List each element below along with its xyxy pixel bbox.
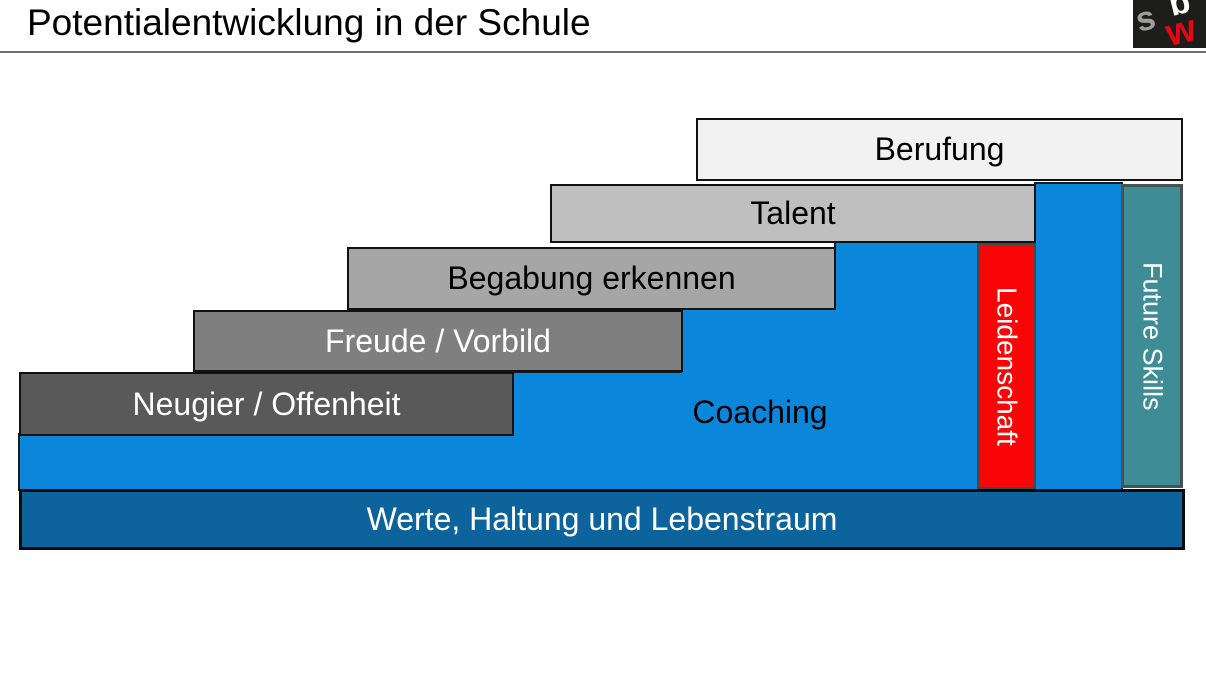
step-talent: Talent [550,184,1036,243]
base-bar-label: Werte, Haltung und Lebenstraum [366,501,838,537]
base-bar-werte: Werte, Haltung und Lebenstraum [19,489,1185,550]
step-freude-vorbild: Freude / Vorbild [193,310,683,372]
bar-label: Leidenschaft [991,286,1023,446]
title-underline [0,51,1206,53]
step-label: Berufung [874,131,1005,167]
step-label: Freude / Vorbild [325,322,551,359]
step-begabung-erkennen: Begabung erkennen [347,247,836,310]
step-label: Talent [750,195,836,231]
bar-label: Future Skills [1137,261,1168,411]
step-label: Neugier / Offenheit [132,385,401,422]
coaching-area-label: Coaching [560,380,960,445]
sbw-logo: s b w [1133,0,1206,48]
bar-future-skills: Future Skills [1121,184,1183,488]
coaching-text: Coaching [692,394,828,430]
step-label: Begabung erkennen [447,260,736,296]
step-berufung: Berufung [696,118,1183,181]
slide-title: Potentialentwicklung in der Schule [27,2,591,43]
step-neugier-offenheit: Neugier / Offenheit [19,372,514,436]
bar-leidenschaft: Leidenschaft [977,243,1036,489]
